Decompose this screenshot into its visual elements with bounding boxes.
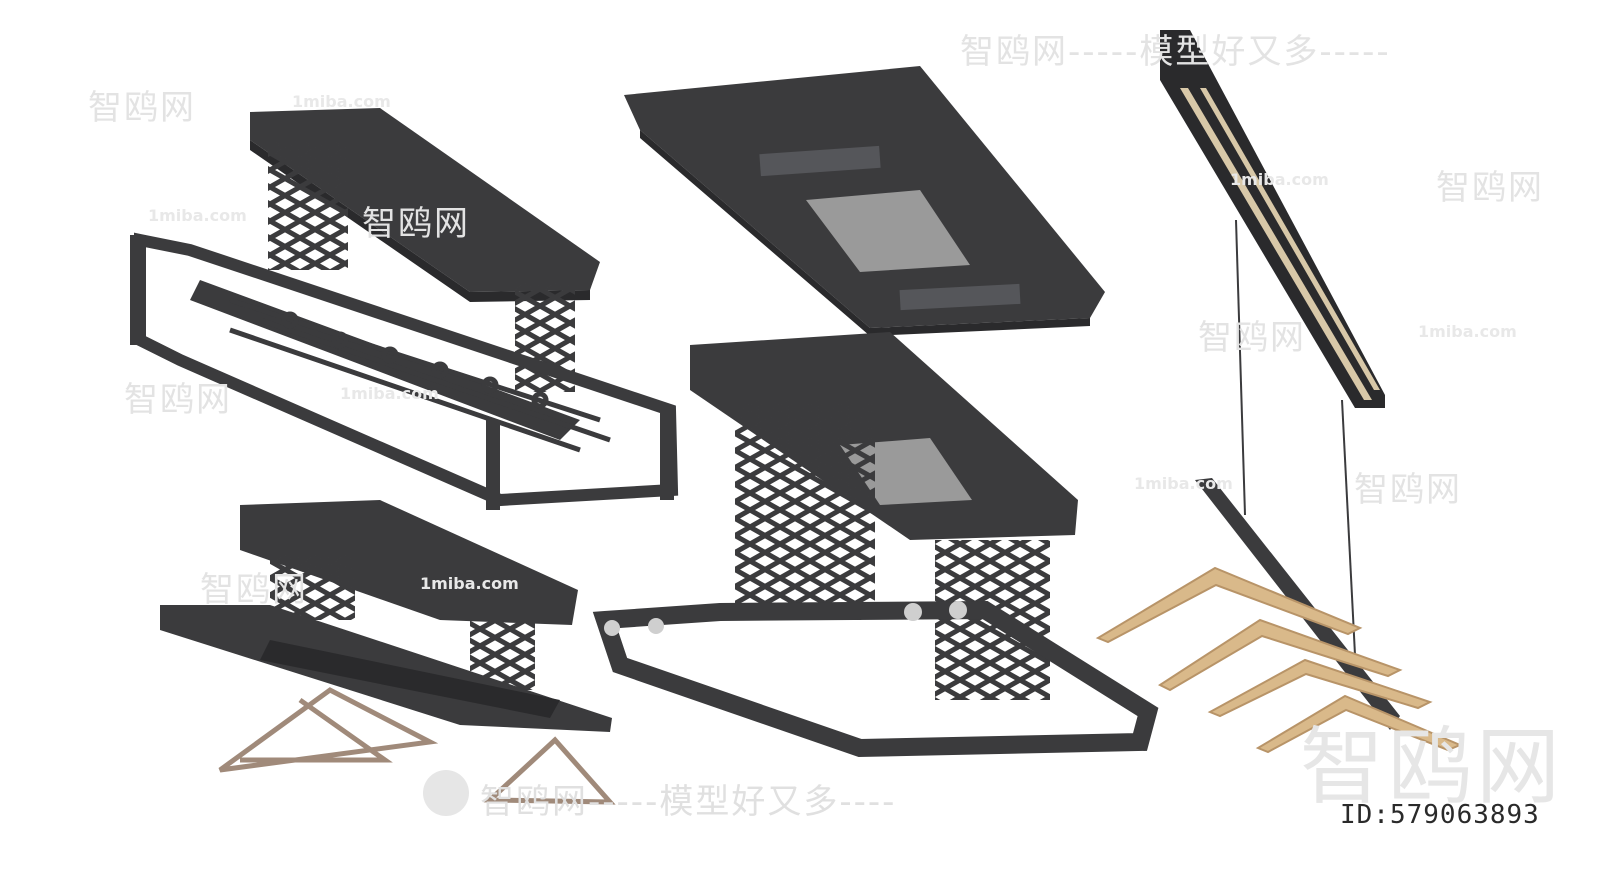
control-grille bbox=[759, 145, 881, 177]
led-bulbs bbox=[604, 601, 967, 636]
hanging-frame bbox=[134, 232, 679, 507]
drying-rack-unit-5 bbox=[1095, 30, 1463, 754]
asset-id-label: ID:579063893 bbox=[1340, 800, 1540, 830]
glass-panel bbox=[806, 190, 970, 272]
drying-rack-unit-1 bbox=[130, 108, 679, 510]
scissor-lift-left bbox=[735, 400, 875, 620]
scissor-lift-left bbox=[270, 555, 355, 620]
scissor-lift-left bbox=[268, 140, 348, 270]
watermark-logo-icon bbox=[423, 770, 469, 816]
wooden-hangers bbox=[1095, 566, 1463, 754]
watermark-big-mark: 智鸥网 bbox=[1300, 718, 1565, 816]
drying-rack-unit-2 bbox=[160, 500, 616, 805]
drying-rack-unit-3 bbox=[624, 66, 1105, 336]
clothes-hanger bbox=[218, 687, 616, 805]
drying-rack-unit-4 bbox=[592, 332, 1159, 758]
hanging-frame bbox=[592, 600, 1159, 758]
motor-housing bbox=[240, 500, 578, 625]
ceiling-rail bbox=[1160, 30, 1385, 408]
hook-rows bbox=[229, 297, 611, 453]
led-strip bbox=[1180, 88, 1372, 400]
ceiling-panel bbox=[690, 332, 1078, 540]
suspension-cable bbox=[1235, 219, 1246, 516]
